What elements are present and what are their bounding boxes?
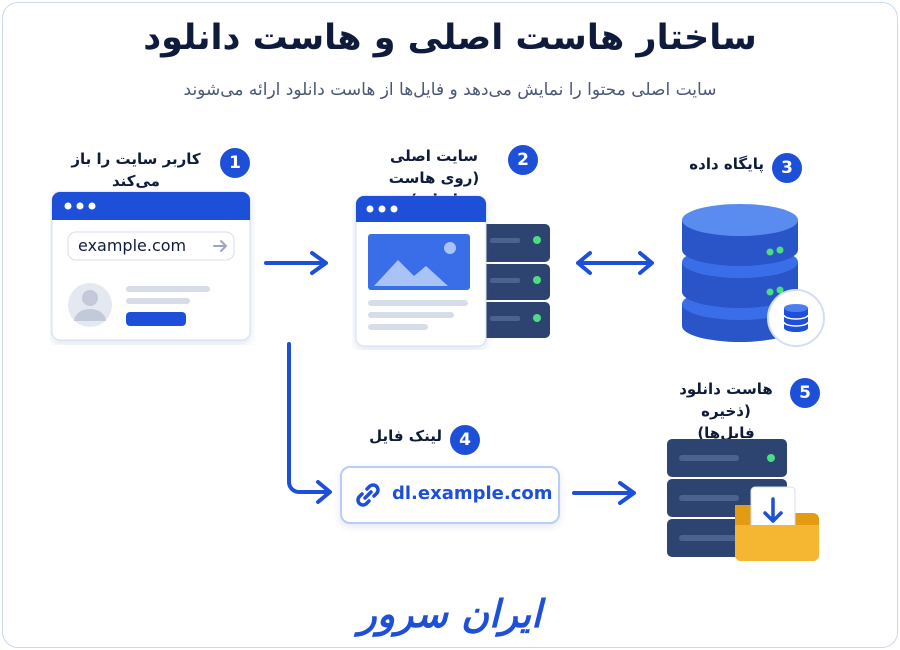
step-label-main: هاست دانلود [679,380,773,398]
arrow-link-to-download-host [572,481,636,505]
database-illustration [682,204,825,347]
step-label: پایگاه داده [689,153,764,175]
page-subtitle: سایت اصلی محتوا را نمایش می‌دهد و فایل‌ه… [183,80,717,100]
step-3: 3 پایگاه داده [672,153,802,183]
folder-icon [735,486,819,561]
step-label: هاست دانلود (ذخیره فایل‌ها) [670,378,782,444]
step-4: 4 لینک فایل [350,425,480,455]
user-avatar-icon [68,283,112,327]
step-1: 1 کاربر سایت را باز می‌کند [60,148,250,192]
download-host-illustration [667,439,819,561]
browser-window-illustration [51,191,251,341]
download-link-box[interactable]: dl.example.com [340,466,560,524]
step-label: کاربر سایت را باز می‌کند [60,148,212,192]
download-arrow-icon [763,497,783,523]
step-badge: 3 [772,153,802,183]
step-5: 5 هاست دانلود (ذخیره فایل‌ها) [670,378,820,444]
image-icon [368,234,470,290]
step-label: لینک فایل [369,425,442,447]
step-label-sub: (ذخیره فایل‌ها) [697,402,755,442]
browser-url: example.com [78,236,187,255]
step-badge: 4 [450,425,480,455]
step-label-main: لینک فایل [369,427,442,445]
arrow-browser-to-site [264,251,328,275]
step-badge: 5 [790,378,820,408]
chain-link-icon [356,483,380,507]
step-badge: 1 [220,148,250,178]
database-badge-icon [767,289,825,347]
brand-logo: ایران سرور [358,592,542,636]
step-label-main: سایت اصلی [389,147,479,165]
download-link-url[interactable]: dl.example.com [392,483,553,504]
step-badge: 2 [508,145,538,175]
page-title: ساختار هاست اصلی و هاست دانلود [143,18,757,58]
arrow-site-database [576,251,654,275]
arrow-right-icon [213,240,228,252]
main-site-illustration [355,195,550,347]
step-label-main: پایگاه داده [689,155,764,173]
step-label-main: کاربر سایت را باز می‌کند [71,150,201,190]
server-rack-icon [480,224,550,338]
arrow-browser-to-link [287,342,332,504]
